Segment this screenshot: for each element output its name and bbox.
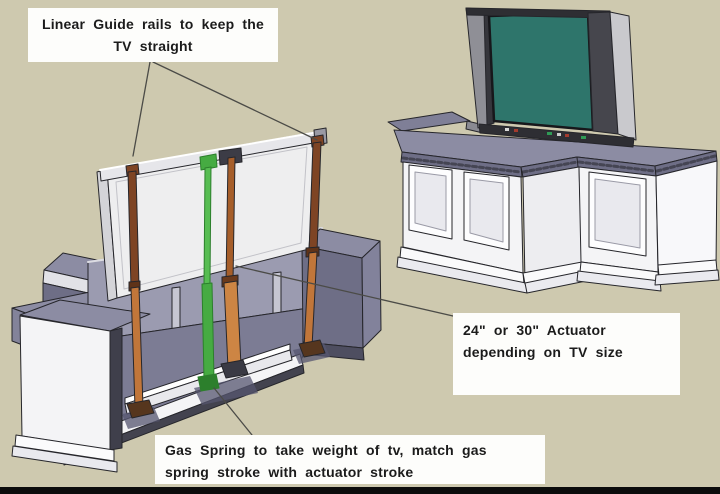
tv-screen — [487, 11, 595, 132]
end-box-inner-edge — [109, 327, 123, 451]
actuator-label: 24" or 30" Actuator depending on TV size — [453, 313, 680, 395]
assembled-cabinet-view — [387, 7, 720, 294]
base-molding — [576, 270, 662, 292]
top-rear-lip — [387, 111, 471, 132]
leader-line-gas-spring — [213, 387, 253, 436]
linear-guide-label-line2: TV straight — [113, 38, 193, 54]
foot-shadow — [194, 376, 258, 405]
tv-indicator-light — [581, 136, 586, 139]
exploded-mechanism-view — [11, 127, 382, 473]
tv-indicator-light — [547, 132, 552, 135]
molding-texture — [577, 160, 656, 173]
molding-texture — [401, 156, 522, 174]
door-panel — [594, 178, 641, 249]
gas-spring-foot — [197, 373, 220, 392]
gas-spring-clevis — [199, 153, 218, 171]
wing-side-face — [655, 160, 718, 269]
actuator-bracket — [218, 147, 243, 166]
panel-inner-frame — [115, 146, 308, 290]
gas-spring — [197, 153, 220, 392]
actuator — [218, 147, 249, 379]
tv-raised — [465, 7, 637, 148]
panel-top-highlight — [99, 131, 319, 171]
door-panel — [469, 178, 504, 243]
gas-spring-tube — [201, 282, 215, 381]
linear-guide-label: Linear Guide rails to keep the TV straig… — [28, 8, 278, 62]
end-box-front — [19, 315, 111, 451]
gas-spring-rod — [203, 166, 212, 286]
actuator-foot — [220, 359, 249, 379]
base-molding — [654, 269, 720, 286]
leader-line-guide-right — [152, 61, 318, 141]
actuator-label-line1: 24" or 30" Actuator — [463, 322, 606, 338]
actuator-label-line2: depending on TV size — [463, 344, 623, 360]
leader-lines — [132, 61, 454, 436]
rail-foot — [298, 339, 326, 358]
tv-indicator-light — [514, 129, 518, 132]
actuator-rod — [225, 156, 236, 284]
bottom-letterbox-bar — [0, 487, 720, 494]
tv-side-right — [609, 11, 637, 141]
tv-indicator-light — [565, 134, 569, 137]
gas-spring-label: Gas Spring to take weight of tv, match g… — [155, 435, 545, 484]
gas-spring-label-line2: spring stroke with actuator stroke — [165, 464, 414, 480]
tv-indicator-light — [505, 128, 509, 131]
tv-indicator-light — [557, 133, 561, 136]
molding-texture — [521, 160, 579, 174]
rail-foot — [126, 399, 155, 419]
leader-line-guide-left — [132, 61, 151, 157]
molding-texture — [655, 154, 717, 173]
right-wing-side — [361, 240, 382, 349]
leader-line-actuator — [235, 265, 454, 317]
end-box-molding-1 — [14, 434, 115, 462]
linear-guide-label-line1: Linear Guide rails to keep the — [41, 16, 265, 32]
end-box-molding-2 — [11, 445, 118, 473]
gas-spring-label-line1: Gas Spring to take weight of tv, match g… — [165, 442, 487, 458]
linear-guide-rail-left — [125, 163, 155, 419]
door-panel — [414, 171, 447, 232]
